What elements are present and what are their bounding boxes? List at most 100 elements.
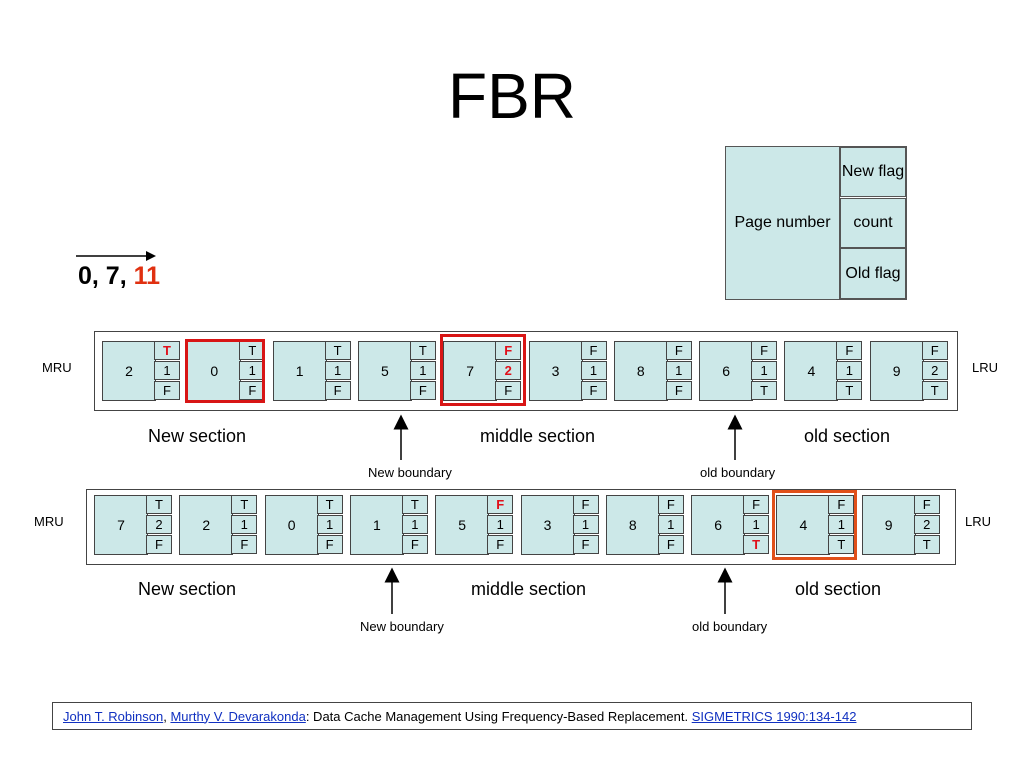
count-cell: 1 xyxy=(324,361,351,380)
new-section-label-1: New section xyxy=(148,426,247,446)
new-flag-cell: T xyxy=(231,495,258,514)
new-flag-cell: F xyxy=(487,495,514,514)
old-section-label-2: old section xyxy=(795,579,882,599)
old-flag-cell: F xyxy=(572,535,599,554)
author-devarakonda-link[interactable]: Murthy V. Devarakonda xyxy=(170,708,306,724)
old-boundary-label-2: old boundary xyxy=(692,619,768,634)
new-section-label-2: New section xyxy=(138,579,237,599)
old-flag-cell: F xyxy=(657,535,684,554)
mru-label-1: MRU xyxy=(42,360,72,375)
page-number-cell: 0 xyxy=(264,495,319,555)
old-flag-cell: F xyxy=(665,381,692,400)
count-cell: 1 xyxy=(580,361,607,380)
old-flag-cell: F xyxy=(231,535,258,554)
page-number-cell: 1 xyxy=(349,495,404,555)
count-cell: 2 xyxy=(495,361,522,380)
old-flag-cell: T xyxy=(828,535,855,554)
old-flag-cell: T xyxy=(836,381,863,400)
new-flag-cell: F xyxy=(665,341,692,360)
page-number-cell: 8 xyxy=(613,341,668,401)
page-number-cell: 9 xyxy=(861,495,916,555)
new-flag-cell: T xyxy=(146,495,172,514)
new-flag-cell: F xyxy=(572,495,599,514)
legend-old-flag: Old flag xyxy=(840,248,906,299)
count-cell: 1 xyxy=(828,515,855,534)
old-flag-cell: F xyxy=(146,535,172,554)
reference-sequence: 0, 7, 11 xyxy=(78,262,160,291)
new-flag-cell: T xyxy=(324,341,351,360)
legend-box: Page number New flag count Old flag xyxy=(725,146,907,300)
page-number-cell: 2 xyxy=(179,495,234,555)
page-number-cell: 2 xyxy=(102,341,156,401)
citation-text: : Data Cache Management Using Frequency-… xyxy=(305,708,692,724)
page-number-cell: 4 xyxy=(776,495,831,555)
new-flag-cell: F xyxy=(836,341,863,360)
page-number-cell: 3 xyxy=(520,495,575,555)
old-flag-cell: F xyxy=(154,381,180,400)
count-cell: 1 xyxy=(487,515,514,534)
page-number-cell: 6 xyxy=(699,341,754,401)
new-flag-cell: T xyxy=(409,341,436,360)
count-cell: 1 xyxy=(836,361,863,380)
count-cell: 1 xyxy=(572,515,599,534)
venue-link[interactable]: SIGMETRICS 1990:134-142 xyxy=(691,708,857,724)
count-cell: 2 xyxy=(913,515,940,534)
count-cell: 1 xyxy=(231,515,258,534)
old-flag-cell: F xyxy=(401,535,428,554)
count-cell: 1 xyxy=(657,515,684,534)
count-cell: 1 xyxy=(401,515,428,534)
new-flag-cell: T xyxy=(401,495,428,514)
new-flag-cell: F xyxy=(828,495,855,514)
old-flag-cell: T xyxy=(743,535,770,554)
count-cell: 2 xyxy=(146,515,172,534)
count-cell: 1 xyxy=(751,361,778,380)
page-number-cell: 9 xyxy=(869,341,924,401)
legend-new-flag: New flag xyxy=(840,147,906,197)
page-number-cell: 7 xyxy=(443,341,498,401)
lru-label-1: LRU xyxy=(972,360,999,375)
new-flag-cell: F xyxy=(743,495,770,514)
new-boundary-label-2: New boundary xyxy=(360,619,444,634)
count-cell: 1 xyxy=(316,515,343,534)
legend-page-number: Page number xyxy=(726,147,840,299)
count-cell: 1 xyxy=(743,515,770,534)
slide-title: FBR xyxy=(448,60,576,132)
count-cell: 1 xyxy=(154,361,180,380)
new-flag-cell: T xyxy=(154,341,180,360)
count-cell: 2 xyxy=(921,361,948,380)
old-flag-cell: F xyxy=(316,535,343,554)
sequence-plain: 0, 7, xyxy=(78,262,134,290)
count-cell: 1 xyxy=(665,361,692,380)
old-section-label-1: old section xyxy=(804,426,891,446)
middle-section-label-2: middle section xyxy=(471,579,587,599)
old-flag-cell: T xyxy=(921,381,948,400)
old-flag-cell: F xyxy=(495,381,522,400)
author-separator: , xyxy=(163,708,171,724)
page-number-cell: 8 xyxy=(605,495,660,555)
old-flag-cell: F xyxy=(409,381,436,400)
new-flag-cell: F xyxy=(580,341,607,360)
mru-label-2: MRU xyxy=(34,514,64,529)
page-number-cell: 4 xyxy=(784,341,839,401)
new-flag-cell: F xyxy=(913,495,940,514)
old-flag-cell: T xyxy=(913,535,940,554)
lru-label-2: LRU xyxy=(965,514,992,529)
old-flag-cell: F xyxy=(580,381,607,400)
author-robinson-link[interactable]: John T. Robinson xyxy=(63,708,164,724)
count-cell: 1 xyxy=(409,361,436,380)
